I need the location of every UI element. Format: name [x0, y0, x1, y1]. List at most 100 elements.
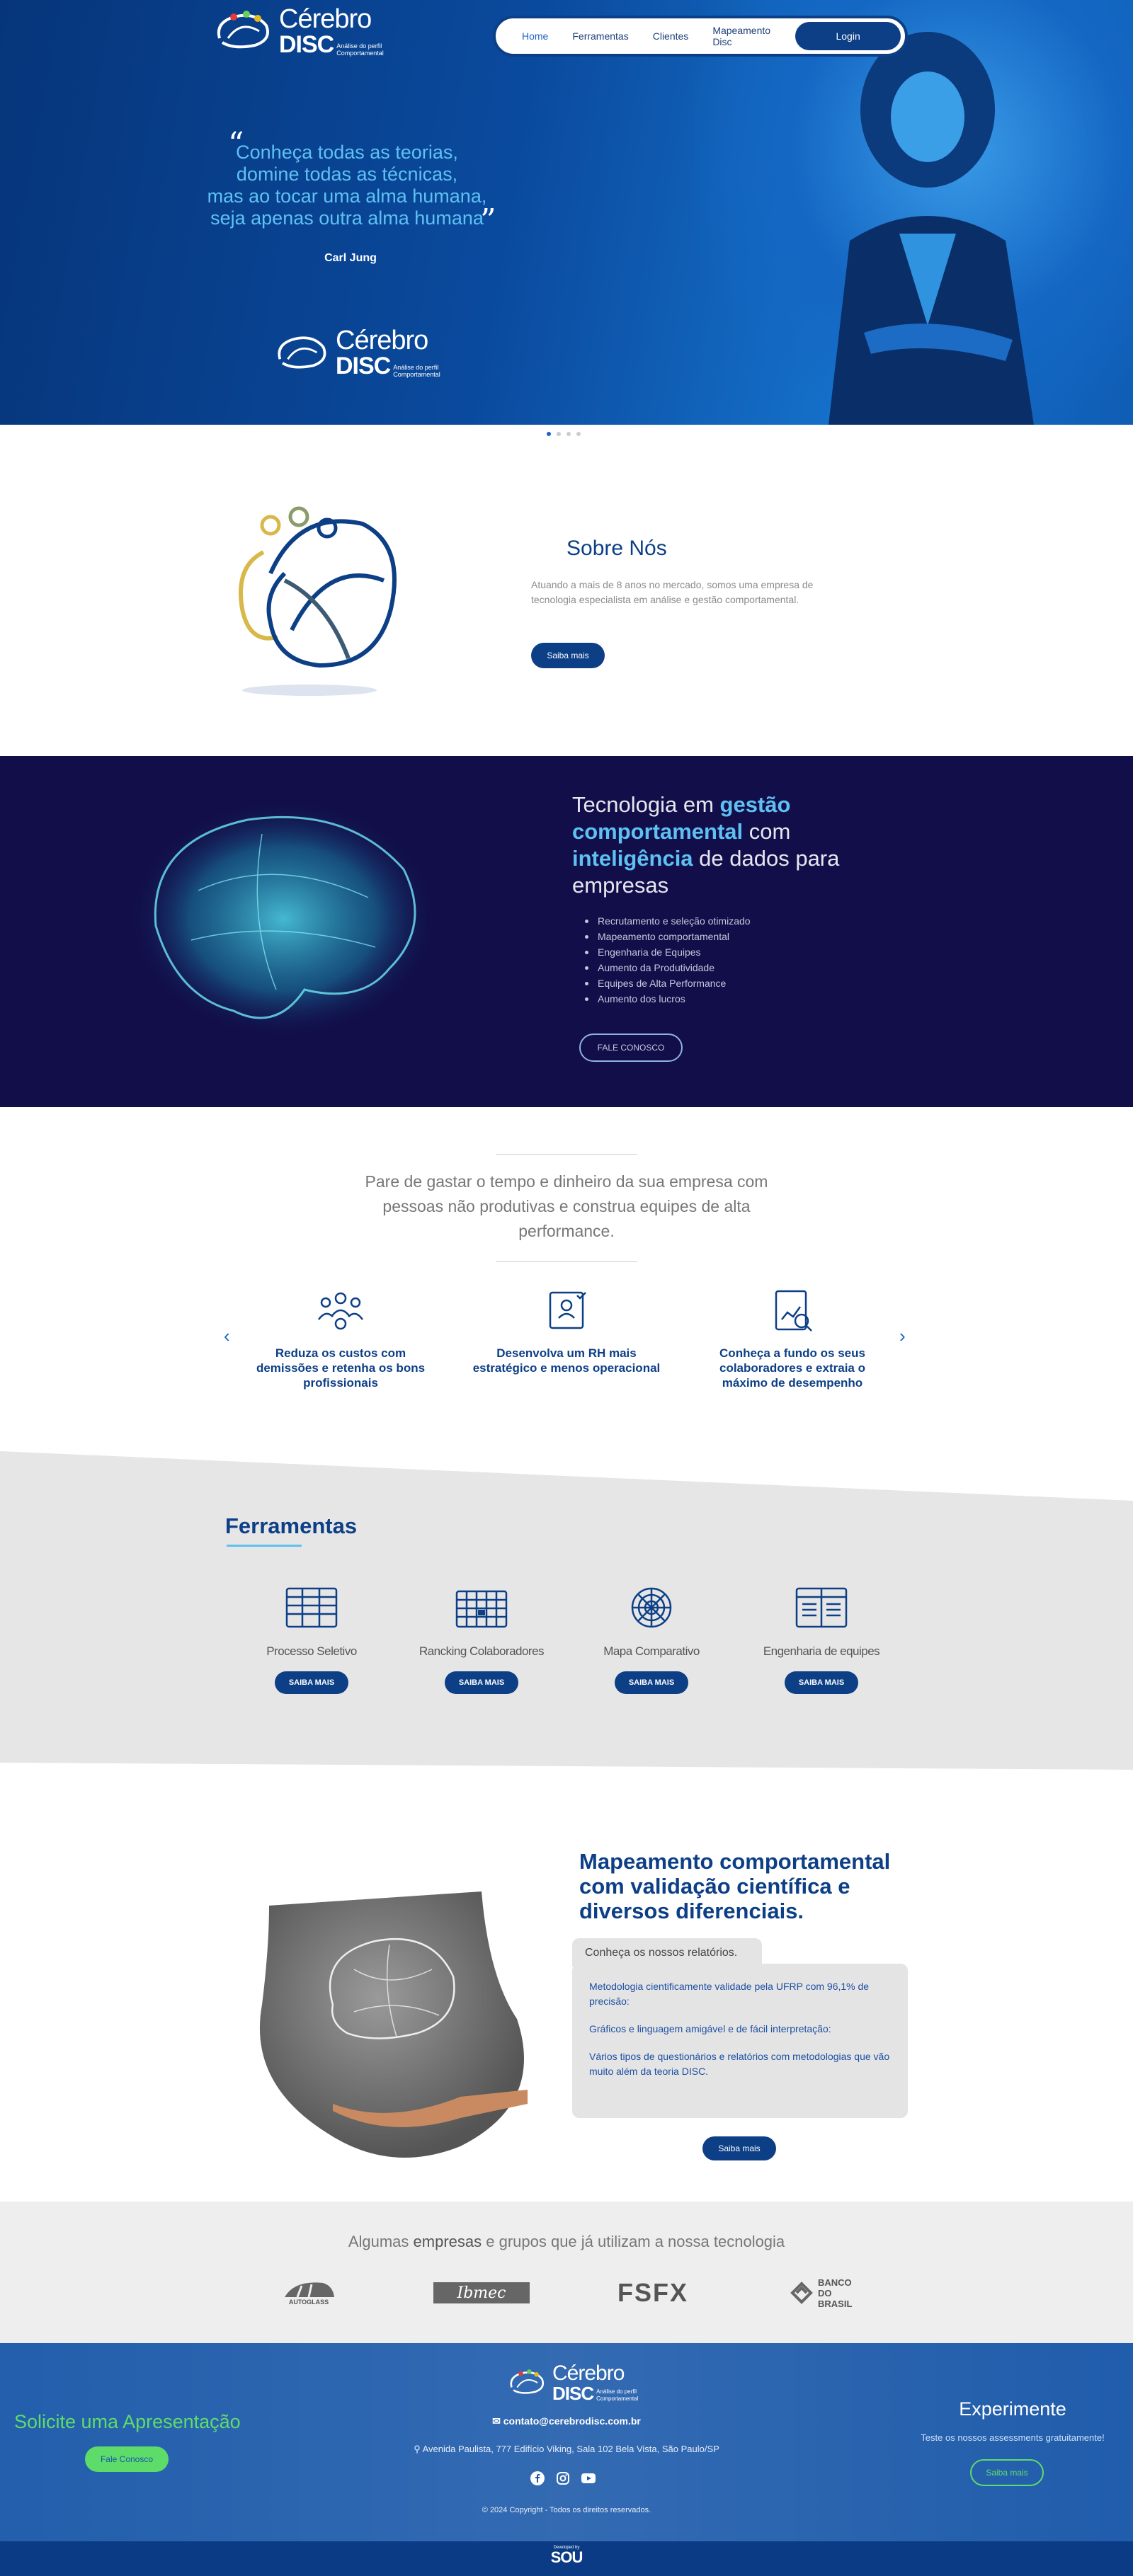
- bottom-bar: [0, 2541, 1133, 2576]
- mail-icon: ✉: [492, 2415, 503, 2427]
- tech-title-highlight: gestão comportamental: [572, 792, 791, 844]
- footer-email[interactable]: ✉ contato@cerebrodisc.com.br: [0, 2415, 1133, 2427]
- bb-label: BANCO DO BRASIL: [818, 2277, 853, 2309]
- brand-word2: DISC: [552, 2383, 594, 2404]
- address-text: Avenida Paulista, 777 Edifício Viking, S…: [422, 2444, 719, 2454]
- quote-line: seja apenas outra alma humana: [210, 207, 484, 229]
- brand-tagline: Análise do perfil Comportamental: [393, 364, 440, 378]
- social-links: [530, 2471, 596, 2486]
- login-button[interactable]: Login: [795, 22, 901, 50]
- woman-photo: [829, 32, 1034, 425]
- fale-conosco-button[interactable]: Fale Conosco: [85, 2446, 169, 2472]
- stop-statement: Pare de gastar o tempo e dinheiro da sua…: [365, 1172, 768, 1240]
- tech-title: Tecnologia em gestão comportamental com …: [572, 791, 870, 899]
- reports-tab[interactable]: Conheça os nossos relatórios.: [572, 1938, 762, 1967]
- list-item: Mapeamento comportamental: [585, 929, 751, 944]
- ibmec-label: Ibmec: [433, 2282, 530, 2303]
- mapping-more-button[interactable]: Saiba mais: [702, 2136, 776, 2160]
- brand-word1: Cérebro: [279, 4, 372, 34]
- solicite-title: Solicite uma Apresentação: [14, 2411, 241, 2433]
- tool-more-button[interactable]: SAIBA MAIS: [615, 1671, 688, 1694]
- tech-title-part: Tecnologia em: [572, 792, 720, 817]
- email-text: contato@cerebrodisc.com.br: [503, 2415, 641, 2427]
- nav-mapeamento[interactable]: Mapeamento Disc: [712, 25, 771, 47]
- carousel-next-icon[interactable]: ›: [899, 1325, 906, 1346]
- youtube-icon[interactable]: [581, 2471, 596, 2486]
- location-pin-icon: ⚲: [414, 2444, 423, 2454]
- nav-home[interactable]: Home: [522, 30, 549, 42]
- nav-ferramentas[interactable]: Ferramentas: [572, 30, 629, 42]
- brand-word1: Cérebro: [552, 2362, 625, 2385]
- tool-name: Rancking Colaboradores: [419, 1644, 545, 1658]
- facebook-icon[interactable]: [530, 2471, 545, 2486]
- close-quote-icon: ”: [480, 202, 496, 239]
- carousel-prev-icon[interactable]: ‹: [224, 1325, 230, 1346]
- report-item: Gráficos e linguagem amigável e de fácil…: [589, 2023, 831, 2034]
- benefit-card: Conheça a fundo os seus colaboradores e …: [697, 1288, 888, 1390]
- tech-section: [0, 756, 1133, 1107]
- quote-line: Conheça todas as teorias,: [236, 142, 458, 163]
- spreadsheet-icon: [285, 1587, 338, 1628]
- brand-word1: Cérebro: [336, 326, 428, 355]
- brand-word2: DISC: [279, 31, 334, 58]
- tool-card: Mapa Comparativo SAIBA MAIS: [566, 1586, 736, 1694]
- quote-line: mas ao tocar uma alma humana,: [207, 185, 487, 207]
- hero-logo: Cérebro DISC Análise do perfil Comportam…: [273, 327, 440, 378]
- team-icon: [317, 1292, 364, 1330]
- hero-banner: [0, 0, 1133, 425]
- banco-do-brasil-logo: BANCO DO BRASIL: [786, 2275, 871, 2311]
- divider: [496, 1261, 637, 1262]
- brand-word2: DISC: [336, 353, 391, 379]
- tool-more-button[interactable]: SAIBA MAIS: [275, 1671, 348, 1694]
- fsfx-logo: FSFX: [617, 2278, 688, 2307]
- list-item: Recrutamento e seleção otimizado: [585, 913, 751, 929]
- benefit-text: Reduza os custos com demissões e retenha…: [256, 1346, 426, 1390]
- header-logo[interactable]: Cérebro DISC Análise do perfil Comportam…: [212, 4, 384, 58]
- brain-illustration: [239, 506, 397, 696]
- footer-logo: Cérebro DISC Análise do perfil Comportam…: [507, 2363, 639, 2403]
- nav-clientes[interactable]: Clientes: [652, 30, 689, 42]
- solicite-highlight: Apresentação: [123, 2411, 241, 2432]
- tool-name: Mapa Comparativo: [603, 1644, 700, 1658]
- carousel-dot[interactable]: [576, 432, 581, 436]
- footer: [0, 2343, 1133, 2548]
- carousel-dot[interactable]: [547, 432, 551, 436]
- tech-title-part: de dados para empresas: [572, 846, 840, 898]
- about-text: Atuando a mais de 8 anos no mercado, som…: [531, 579, 814, 605]
- tool-more-button[interactable]: SAIBA MAIS: [785, 1671, 858, 1694]
- benefit-card: Reduza os custos com demissões e retenha…: [245, 1288, 436, 1390]
- carousel-dot[interactable]: [557, 432, 561, 436]
- radar-icon: [631, 1587, 672, 1628]
- footer-address: ⚲ Avenida Paulista, 777 Edifício Viking,…: [0, 2444, 1133, 2455]
- contact-button[interactable]: FALE CONOSCO: [579, 1034, 683, 1062]
- benefit-text: Desenvolva um RH mais estratégico e meno…: [472, 1346, 661, 1375]
- list-item: Aumento dos lucros: [585, 991, 751, 1007]
- report-item: Vários tipos de questionários e relatóri…: [589, 2051, 890, 2077]
- about-more-button[interactable]: Saiba mais: [531, 643, 605, 668]
- instagram-icon[interactable]: [555, 2471, 571, 2486]
- carousel-dot[interactable]: [566, 432, 571, 436]
- experimente-title: Experimente: [959, 2398, 1066, 2420]
- clients-title-part: e grupos que já utilizam a nossa tecnolo…: [482, 2233, 785, 2250]
- tool-card: Processo Seletivo SAIBA MAIS: [227, 1586, 397, 1694]
- tool-name: Engenharia de equipes: [763, 1644, 880, 1658]
- experimente-button[interactable]: Saiba mais: [970, 2459, 1044, 2486]
- benefit-text: Conheça a fundo os seus colaboradores e …: [719, 1346, 865, 1390]
- tech-title-part: com: [743, 819, 791, 844]
- list-item: Equipes de Alta Performance: [585, 975, 751, 991]
- tool-more-button[interactable]: SAIBA MAIS: [445, 1671, 518, 1694]
- brain-logo-icon: [510, 2369, 545, 2394]
- dev-small-text: Developed by: [553, 2546, 580, 2550]
- brain-logo-icon: [217, 11, 269, 49]
- clients-section: [0, 2202, 1133, 2343]
- clients-title: Algumas empresas e grupos que já utiliza…: [0, 2233, 1133, 2251]
- report-item: Metodologia cientificamente validade pel…: [589, 1981, 870, 2007]
- clients-title-part: Algumas: [348, 2233, 414, 2250]
- team-board-icon: [795, 1587, 848, 1628]
- developer-credit[interactable]: Developed by SOU: [545, 2546, 588, 2565]
- ranking-calendar-icon: [455, 1590, 508, 1628]
- tools-underline: [227, 1545, 302, 1547]
- performance-report-icon: [775, 1290, 812, 1332]
- autoglass-label: AUTOGLASS: [288, 2299, 329, 2306]
- copyright: © 2024 Copyright - Todos os direitos res…: [482, 2506, 651, 2514]
